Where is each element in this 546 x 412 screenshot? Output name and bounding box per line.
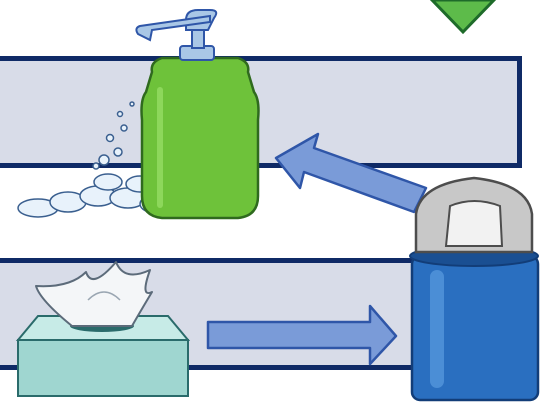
tissue-box [18,262,188,396]
arrow-tissue-to-trash [208,306,396,364]
arrow-trash-to-soap [276,134,426,212]
trash-can [410,178,538,400]
down-triangle-marker [432,0,494,32]
soap-dispenser [18,10,259,218]
